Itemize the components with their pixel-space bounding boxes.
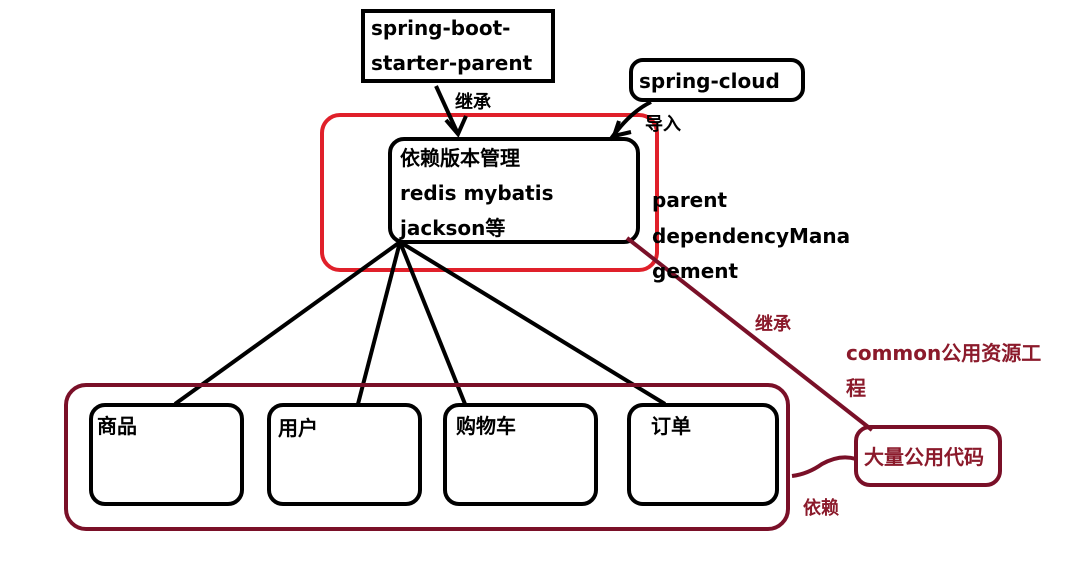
inherit-arrow bbox=[434, 85, 460, 135]
module-order-label: 订单 bbox=[651, 414, 691, 438]
depend-label: 依赖 bbox=[803, 498, 839, 519]
import-label: 导入 bbox=[645, 114, 681, 135]
spring-cloud-label: spring-cloud bbox=[639, 69, 780, 93]
module-order-box bbox=[627, 403, 779, 506]
inherit-arrowhead bbox=[444, 115, 468, 138]
common-project-line1: common公用资源工 bbox=[846, 341, 1042, 365]
module-cart-box bbox=[443, 403, 598, 506]
module-user-box bbox=[267, 403, 422, 506]
link-user bbox=[356, 241, 402, 405]
spring-boot-parent-line2: starter-parent bbox=[371, 51, 533, 75]
common-code-box bbox=[854, 425, 1002, 487]
common-project-line2: 程 bbox=[846, 376, 866, 400]
parent-note-line2: dependencyMana bbox=[652, 224, 851, 248]
version-box-line1: 依赖版本管理 bbox=[400, 146, 520, 170]
modules-group-frame bbox=[64, 383, 790, 531]
module-goods-box bbox=[89, 403, 244, 506]
version-box-line3: jackson等 bbox=[400, 216, 506, 240]
version-box-line2: redis mybatis bbox=[400, 181, 554, 205]
parent-note-line1: parent bbox=[652, 188, 728, 212]
import-arrowhead bbox=[610, 120, 632, 139]
module-goods-label: 商品 bbox=[97, 414, 137, 438]
common-inherit-line bbox=[625, 236, 874, 432]
module-user-label: 用户 bbox=[278, 416, 318, 440]
spring-boot-parent-box bbox=[361, 9, 555, 83]
version-group-frame bbox=[320, 113, 659, 272]
parent-note-line3: gement bbox=[652, 259, 739, 283]
inherit-red-label: 继承 bbox=[755, 314, 791, 335]
link-goods bbox=[173, 240, 402, 406]
inherit-top-label: 继承 bbox=[455, 92, 491, 113]
spring-cloud-box bbox=[629, 58, 805, 102]
version-management-box bbox=[388, 137, 640, 244]
depend-connector bbox=[791, 455, 857, 478]
spring-boot-parent-line1: spring-boot- bbox=[371, 16, 511, 40]
module-cart-label: 购物车 bbox=[456, 414, 516, 438]
link-cart bbox=[398, 241, 467, 405]
common-code-label: 大量公用代码 bbox=[864, 445, 984, 469]
link-order bbox=[398, 240, 667, 406]
